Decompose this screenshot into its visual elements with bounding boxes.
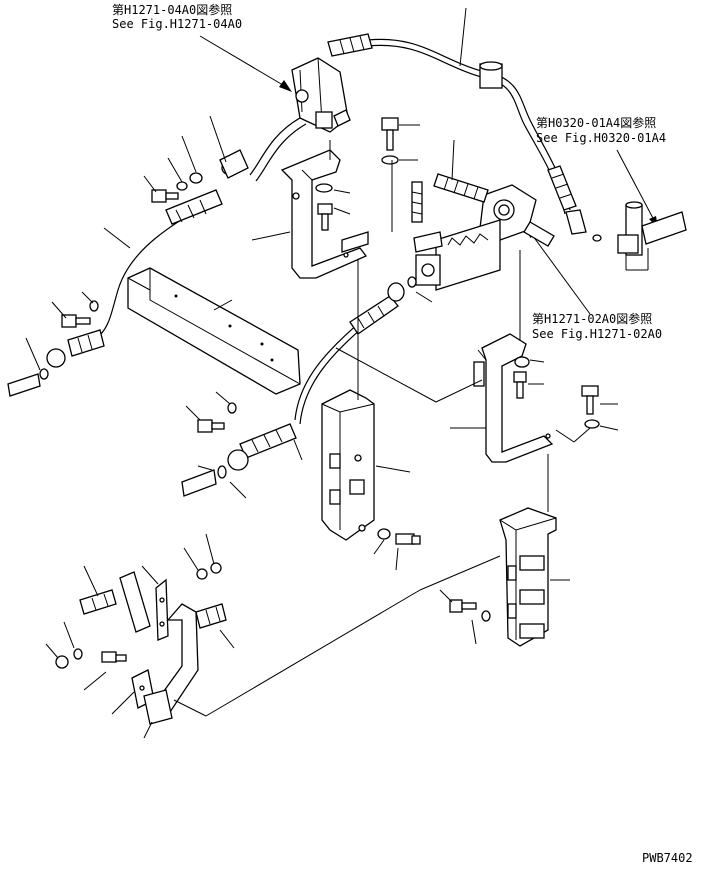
bolt-set-upper-bracket[interactable] bbox=[315, 183, 351, 231]
reference-label-middle-right[interactable]: 第H1271-02A0図参照 See Fig.H1271-02A0 bbox=[532, 311, 662, 341]
bolt-set-right-lower[interactable] bbox=[439, 589, 491, 645]
bolt-middle-vertical[interactable] bbox=[411, 181, 423, 223]
bracket-right-middle[interactable] bbox=[450, 333, 554, 463]
reference-label-top-right[interactable]: 第H0320-01A4図参照 See Fig.H0320-01A4 bbox=[536, 115, 666, 145]
hose-fitting-middle[interactable] bbox=[433, 139, 489, 203]
reference-middle-right-en: See Fig.H1271-02A0 bbox=[532, 327, 662, 341]
hose-fitting-top[interactable] bbox=[327, 33, 373, 57]
bolt-set-upper-left[interactable] bbox=[143, 115, 249, 203]
bracket-upper-center[interactable] bbox=[280, 149, 369, 279]
bolt-set-lower-left[interactable] bbox=[185, 391, 237, 433]
hose-fitting-center[interactable] bbox=[349, 276, 433, 335]
hose-fitting-left[interactable] bbox=[7, 329, 105, 397]
reference-top-left-en: See Fig.H1271-04A0 bbox=[112, 17, 242, 31]
hose-fitting-right[interactable] bbox=[547, 165, 602, 242]
arrow-to-top-left-reference bbox=[199, 35, 292, 92]
pedal-plate[interactable] bbox=[111, 669, 173, 739]
pedal-nuts[interactable] bbox=[45, 621, 127, 691]
bracket-right-lower[interactable] bbox=[499, 507, 570, 647]
reference-top-right-en: See Fig.H0320-01A4 bbox=[536, 131, 666, 145]
pedal-bolts[interactable] bbox=[79, 533, 235, 649]
assembly-guide-lines bbox=[173, 140, 591, 717]
valve-block-middle[interactable] bbox=[413, 184, 555, 291]
hose-fitting-lower-left[interactable] bbox=[181, 423, 303, 499]
bolt-set-center-low[interactable] bbox=[373, 528, 421, 571]
reference-top-left-jp: 第H1271-04A0図参照 bbox=[112, 2, 232, 17]
bolt-set-left[interactable] bbox=[51, 291, 99, 328]
bolt-top-center[interactable] bbox=[381, 117, 420, 165]
bolt-set-right-middle[interactable] bbox=[513, 356, 545, 399]
bracket-center-tall[interactable] bbox=[321, 389, 411, 541]
bolt-set-far-right[interactable] bbox=[581, 385, 619, 431]
angle-bar[interactable] bbox=[127, 267, 301, 395]
hose-clamp-top[interactable] bbox=[459, 7, 503, 89]
reference-label-top-left[interactable]: 第H1271-04A0図参照 See Fig.H1271-04A0 bbox=[112, 2, 242, 31]
reference-middle-right-jp: 第H1271-02A0図参照 bbox=[532, 311, 652, 326]
pedal-bracket-lower-left[interactable] bbox=[119, 565, 169, 641]
valve-block-top[interactable] bbox=[291, 57, 351, 133]
reference-top-right-jp: 第H0320-01A4図参照 bbox=[536, 115, 656, 130]
arrow-to-middle-right-reference bbox=[527, 227, 591, 315]
drawing-code: PWB7402 bbox=[642, 851, 693, 865]
hose-fitting-upper-left[interactable] bbox=[103, 189, 223, 249]
pipe-tee-upper-right[interactable] bbox=[617, 201, 687, 271]
